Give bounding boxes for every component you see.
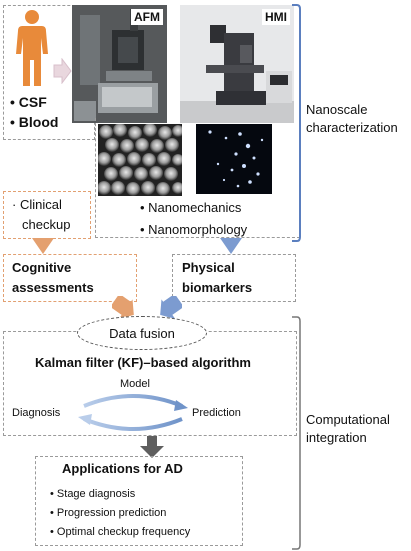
application-item: • Stage diagnosis [50, 488, 136, 500]
afm-photo: AFM [72, 5, 167, 123]
human-body-icon [16, 10, 48, 86]
kalman-diagnosis-label: Diagnosis [12, 407, 61, 419]
physical-biomarkers-label: Physical biomarkers [182, 260, 253, 295]
kalman-model-label: Model [120, 378, 150, 390]
application-item: • Progression prediction [50, 507, 167, 519]
nano-images-box [95, 118, 300, 238]
patient-sample-list: • CSF • Blood [10, 92, 58, 132]
clinical-down-arrow [32, 238, 54, 254]
nanoscale-characterization-label: Nanoscale characterization [306, 102, 398, 135]
applications-box [35, 456, 243, 546]
microscope-icon [180, 5, 294, 123]
patient-to-afm-arrow [53, 58, 72, 84]
hmi-label: HMI [262, 9, 290, 25]
cognitive-to-fusion-arrow [112, 296, 134, 319]
cognitive-assessments-box [3, 254, 137, 302]
kalman-down-arrow [140, 436, 164, 458]
physical-to-fusion-arrow [160, 296, 182, 319]
nano-down-arrow [220, 238, 242, 254]
kalman-cycle-icon [78, 394, 188, 431]
kalman-title: Kalman filter (KF)–based algorithm [35, 355, 251, 370]
sample-item-csf: • CSF [10, 94, 47, 110]
data-fusion-label: Data fusion [109, 325, 175, 341]
hmi-photo: HMI [180, 5, 294, 123]
nano-measure-list: • Nanomechanics • Nanomorphology [140, 197, 247, 241]
applications-list: • Stage diagnosis • Progression predicti… [50, 485, 190, 542]
kalman-prediction-label: Prediction [192, 407, 241, 419]
afm-label: AFM [131, 9, 163, 25]
applications-title: Applications for AD [62, 461, 183, 476]
computational-bracket [292, 316, 301, 550]
physical-biomarkers-box [172, 254, 296, 302]
afm-nanomorphology-image [98, 124, 182, 196]
afm-particles-image [98, 124, 182, 196]
clinical-checkup-label: · Clinical checkup [12, 197, 71, 232]
computational-integration-label: Computational integration [306, 412, 390, 445]
nano-item-nanomechanics: • Nanomechanics [140, 200, 242, 215]
hmi-darkfield-image [196, 124, 272, 194]
nanoscale-bracket [292, 4, 301, 242]
cognitive-assessments-label: Cognitive assessments [12, 260, 94, 295]
nano-item-nanomorphology: • Nanomorphology [140, 222, 248, 237]
application-item: • Optimal checkup frequency [50, 526, 191, 538]
sample-item-blood: • Blood [10, 114, 59, 130]
data-fusion-ellipse: Data fusion [77, 316, 207, 350]
darkfield-spots-image [196, 124, 272, 194]
